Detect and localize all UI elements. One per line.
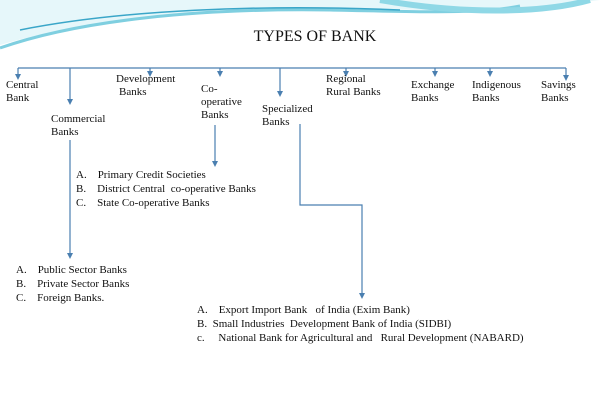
list-item: C. State Co-operative Banks [76,197,210,209]
list-item: A. Export Import Bank of India (Exim Ban… [197,304,410,316]
commercial-subtypes-list: A. Public Sector Banks B. Private Sector… [16,263,129,305]
cooperative-subtypes-list: A. Primary Credit Societies B. District … [76,168,256,210]
specialized-subtypes-list: A. Export Import Bank of India (Exim Ban… [197,303,524,345]
list-item: B. Private Sector Banks [16,278,130,290]
list-item: B. Small Industries Development Bank of … [197,318,452,330]
list-item: C. Foreign Banks. [16,292,105,304]
header-wave-decoration [0,0,600,50]
list-item: A. Public Sector Banks [16,264,127,276]
list-item: B. District Central co-operative Banks [76,183,256,195]
list-item: A. Primary Credit Societies [76,169,206,181]
list-item: c. National Bank for Agricultural and Ru… [197,332,524,344]
page-title: TYPES OF BANK [253,28,377,45]
connectors [15,67,569,299]
